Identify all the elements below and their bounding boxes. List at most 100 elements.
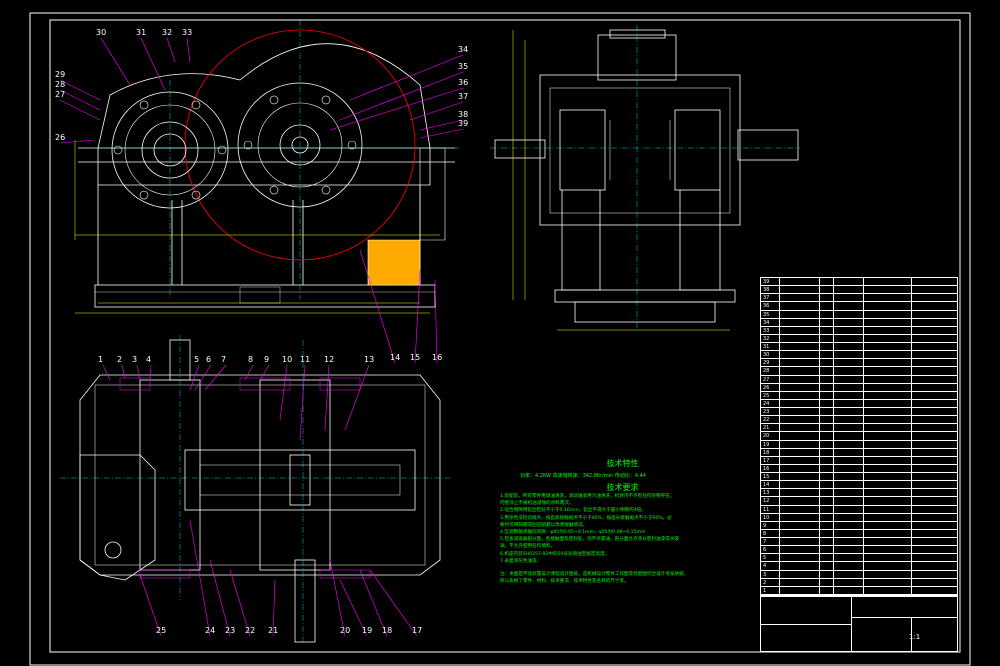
front-view-label-29: 29 xyxy=(55,70,66,79)
leader-line xyxy=(419,128,464,139)
parts-table-item-number: 9 xyxy=(763,522,767,529)
parts-table-row: 1 xyxy=(761,586,957,595)
leader-line xyxy=(359,249,396,364)
parts-table-row: 16 xyxy=(761,464,957,473)
front-view-label-35: 35 xyxy=(458,62,469,71)
leader-line xyxy=(186,37,191,63)
section-view-label-20: 20 xyxy=(340,626,351,635)
parts-table-row: 13 xyxy=(761,489,957,498)
top-section-view xyxy=(79,339,441,643)
leader-line xyxy=(414,269,421,364)
section-view-label-6: 6 xyxy=(206,355,212,364)
bolt-hole xyxy=(191,190,201,200)
section-view-label-25: 25 xyxy=(156,626,167,635)
notes-specs: 功率：4.2KW 高速轴转速：342.86r/min 传动比：4.44 xyxy=(520,473,646,479)
front-view-label-15: 15 xyxy=(410,353,421,362)
requirement-line: 要时可用研磨或刮后研磨以改善接触情况。 xyxy=(500,522,588,528)
leader-line xyxy=(194,364,212,391)
parts-table-row: 24 xyxy=(761,399,957,408)
requirement-line: 5.检查减速器剖分面，各接触面及密封处，均不许漏油，剖分面允许涂以密封油漆或水玻 xyxy=(500,537,679,543)
parts-table-item-number: 21 xyxy=(763,425,770,432)
leader-line xyxy=(59,139,96,144)
leader-line xyxy=(189,364,200,391)
leader-line xyxy=(244,364,254,381)
bolt-hole xyxy=(139,100,149,110)
bolt-hole xyxy=(321,185,331,195)
leader-line xyxy=(136,364,141,381)
parts-table-item-number: 10 xyxy=(763,514,770,521)
parts-table-row: 33 xyxy=(761,326,957,335)
parts-table-row: 31 xyxy=(761,343,957,352)
parts-table-item-number: 16 xyxy=(763,465,770,472)
leader-line xyxy=(140,37,166,91)
section-view-label-17: 17 xyxy=(412,626,423,635)
leader-line xyxy=(339,579,368,637)
bolt-hole xyxy=(191,100,201,110)
section-view-label-4: 4 xyxy=(146,355,152,364)
parts-table-item-number: 18 xyxy=(763,449,770,456)
parts-table-row: 20 xyxy=(761,432,957,441)
parts-table-item-number: 6 xyxy=(763,547,767,554)
front-view-label-37: 37 xyxy=(458,92,469,101)
section-view-label-23: 23 xyxy=(225,626,236,635)
front-view-label-38: 38 xyxy=(458,110,469,119)
leader-line xyxy=(102,364,111,381)
front-view-label-36: 36 xyxy=(458,78,469,87)
section-view-label-7: 7 xyxy=(221,355,227,364)
parts-table-item-number: 39 xyxy=(763,279,770,285)
parts-table-item-number: 38 xyxy=(763,287,770,294)
parts-table-row: 19 xyxy=(761,440,957,449)
front-view-label-14: 14 xyxy=(390,353,401,362)
front-view-label-31: 31 xyxy=(136,28,147,37)
parts-table-row: 11 xyxy=(761,505,957,514)
leader-line xyxy=(121,364,126,379)
parts-table-item-number: 19 xyxy=(763,441,770,448)
section-view-label-5: 5 xyxy=(194,355,200,364)
parts-table-item-number: 20 xyxy=(763,433,770,440)
parts-table-row: 4 xyxy=(761,562,957,571)
requirement-line: 6.机座内装SH0357-92中的50号润滑油至规定高度。 xyxy=(500,551,610,557)
parts-table-item-number: 23 xyxy=(763,409,770,415)
leader-line xyxy=(329,559,346,637)
leader-line xyxy=(209,559,231,637)
parts-table-row: 17 xyxy=(761,456,957,465)
bolt-hole xyxy=(243,140,253,150)
leader-line xyxy=(100,37,131,86)
leader-line xyxy=(344,364,370,431)
parts-table-row: 36 xyxy=(761,302,957,311)
parts-table-item-number: 25 xyxy=(763,392,770,399)
inner-frame xyxy=(49,19,961,653)
section-view-label-3: 3 xyxy=(132,355,138,364)
parts-table-item-number: 7 xyxy=(763,539,767,545)
requirement-line: 7.表面涂灰色油漆。 xyxy=(500,558,542,564)
section-view-label-19: 19 xyxy=(362,626,373,635)
parts-table-row: 28 xyxy=(761,367,957,376)
leader-line xyxy=(434,279,438,364)
parts-table-item-number: 14 xyxy=(763,482,770,489)
parts-table-row: 2 xyxy=(761,578,957,587)
outer-frame xyxy=(29,12,971,666)
parts-table-item-number: 5 xyxy=(763,555,767,562)
front-view-label-16: 16 xyxy=(432,353,443,362)
hatched-bracket xyxy=(367,239,421,286)
leader-line xyxy=(359,569,388,637)
technical-notes: 技术特性 功率：4.2KW 高速轴转速：342.86r/min 传动比：4.44… xyxy=(500,458,745,585)
parts-table-item-number: 27 xyxy=(763,376,770,383)
section-view-label-24: 24 xyxy=(205,626,216,635)
parts-table-row: 14 xyxy=(761,481,957,490)
leader-line xyxy=(204,364,227,391)
leader-line xyxy=(272,579,276,637)
parts-table-row: 7 xyxy=(761,538,957,547)
parts-table-row: 10 xyxy=(761,513,957,522)
parts-table-row: 38 xyxy=(761,286,957,295)
parts-table-row: 6 xyxy=(761,546,957,555)
parts-table-row: 22 xyxy=(761,416,957,425)
parts-table-item-number: 13 xyxy=(763,490,770,497)
parts-table-row: 23 xyxy=(761,408,957,417)
leader-line xyxy=(139,574,162,637)
section-view-label-21: 21 xyxy=(268,626,279,635)
parts-table-row: 25 xyxy=(761,391,957,400)
requirement-line: 1.装配前，所有零件用煤油清洗，滚动轴承用汽油清洗，机体内不许有任何杂物存在， xyxy=(500,494,675,499)
leader-line xyxy=(299,364,306,441)
